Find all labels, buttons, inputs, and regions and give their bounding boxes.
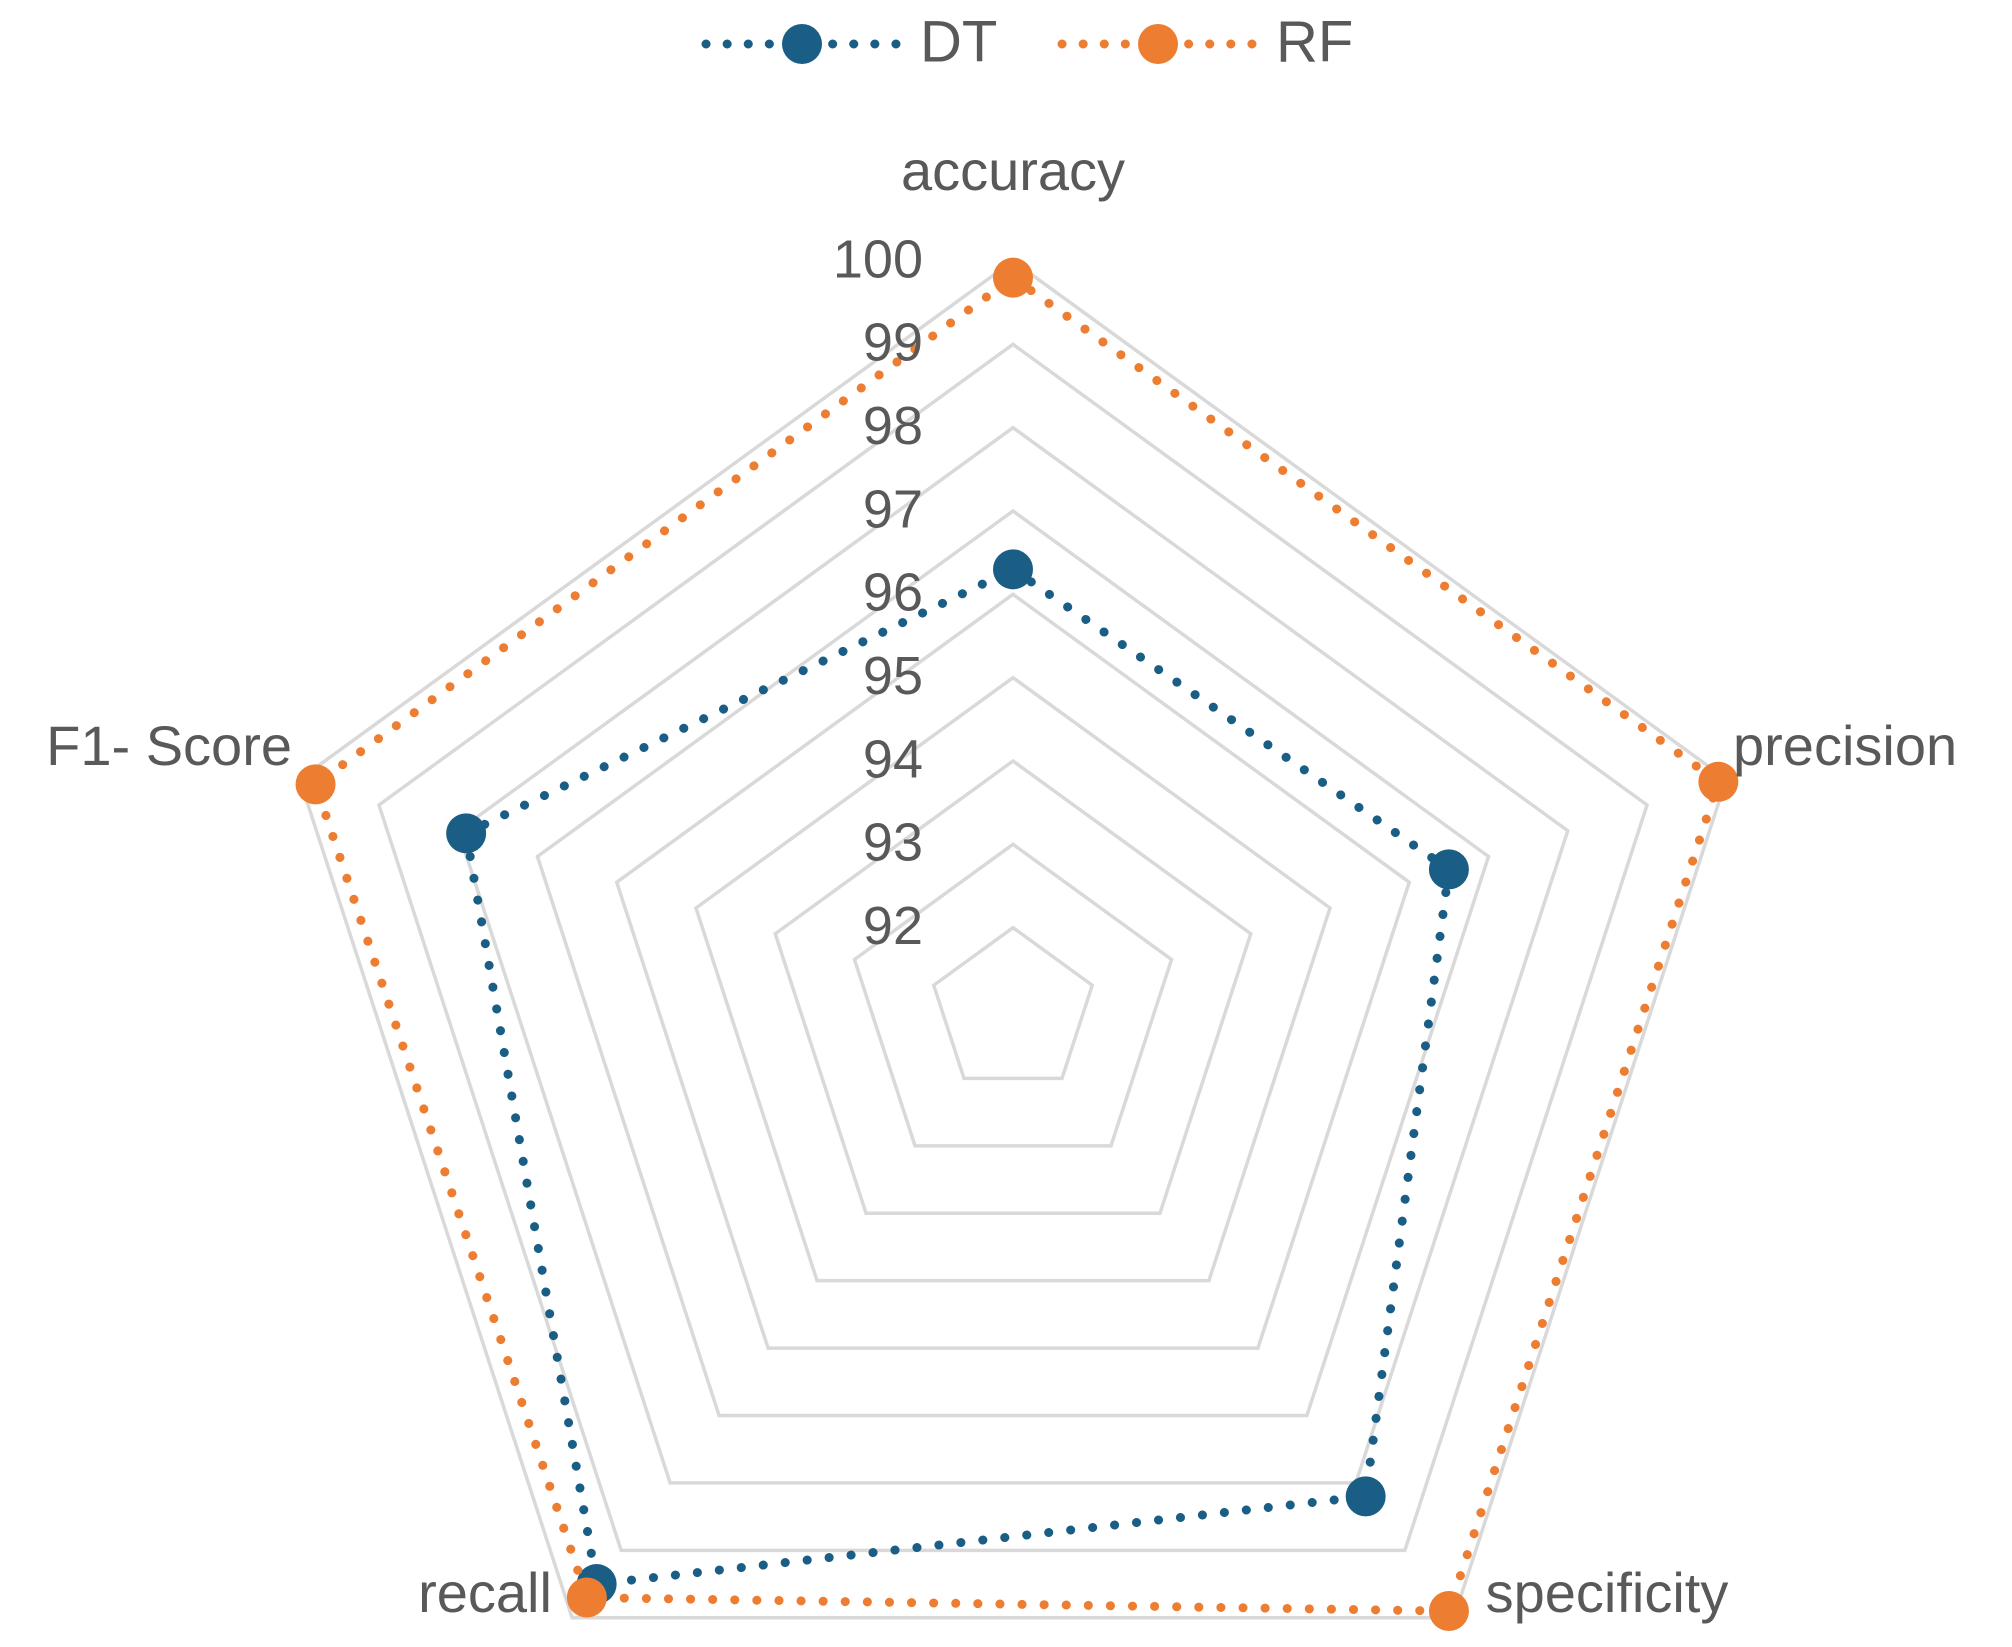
category-labels: accuracy precision specificity recall F1- Sc… xyxy=(46,139,1957,1624)
grid-ring xyxy=(614,592,1412,1350)
radar-grid xyxy=(297,258,1729,1620)
radar-series xyxy=(295,257,1739,1632)
data-point xyxy=(566,1577,607,1618)
legend-label: DT xyxy=(920,9,997,74)
data-point xyxy=(1698,761,1739,802)
legend-item-dt: DT xyxy=(701,9,997,74)
radial-tick-labels: 92 93 94 95 96 97 98 99 100 xyxy=(833,229,923,956)
grid-ring xyxy=(376,342,1650,1553)
grid-ring xyxy=(852,842,1174,1148)
data-point xyxy=(295,764,336,805)
tick-label: 93 xyxy=(863,813,923,873)
tick-label: 98 xyxy=(863,396,923,456)
grid-ring xyxy=(456,425,1570,1485)
series-rf xyxy=(295,257,1739,1632)
data-point xyxy=(1428,849,1469,890)
legend-label: RF xyxy=(1276,9,1353,74)
tick-label: 97 xyxy=(863,479,923,539)
legend-marker xyxy=(1138,24,1178,64)
tick-label: 96 xyxy=(863,563,923,623)
tick-label: 94 xyxy=(863,729,923,789)
category-label: specificity xyxy=(1486,1561,1729,1624)
tick-label: 92 xyxy=(863,896,923,956)
grid-ring xyxy=(693,675,1333,1283)
tick-label: 99 xyxy=(863,313,923,373)
legend-marker xyxy=(782,24,822,64)
grid-ring xyxy=(773,758,1253,1216)
grid-ring xyxy=(931,925,1095,1081)
series-line xyxy=(461,564,1454,1590)
grid-ring xyxy=(535,508,1491,1418)
category-label: recall xyxy=(418,1561,552,1624)
data-point xyxy=(993,549,1033,590)
tick-label: 95 xyxy=(863,646,923,706)
series-line xyxy=(310,272,1724,1616)
category-label: accuracy xyxy=(901,139,1125,202)
data-point xyxy=(1345,1476,1386,1517)
legend-item-rf: RF xyxy=(1057,9,1353,74)
series-dt xyxy=(446,549,1469,1605)
data-point xyxy=(993,257,1033,298)
data-point xyxy=(446,813,487,854)
data-point xyxy=(1428,1591,1469,1632)
category-label: F1- Score xyxy=(46,714,292,777)
tick-label: 100 xyxy=(833,229,923,289)
grid-ring xyxy=(297,258,1729,1620)
category-label: precision xyxy=(1733,714,1957,777)
legend: DT RF xyxy=(701,9,1353,74)
